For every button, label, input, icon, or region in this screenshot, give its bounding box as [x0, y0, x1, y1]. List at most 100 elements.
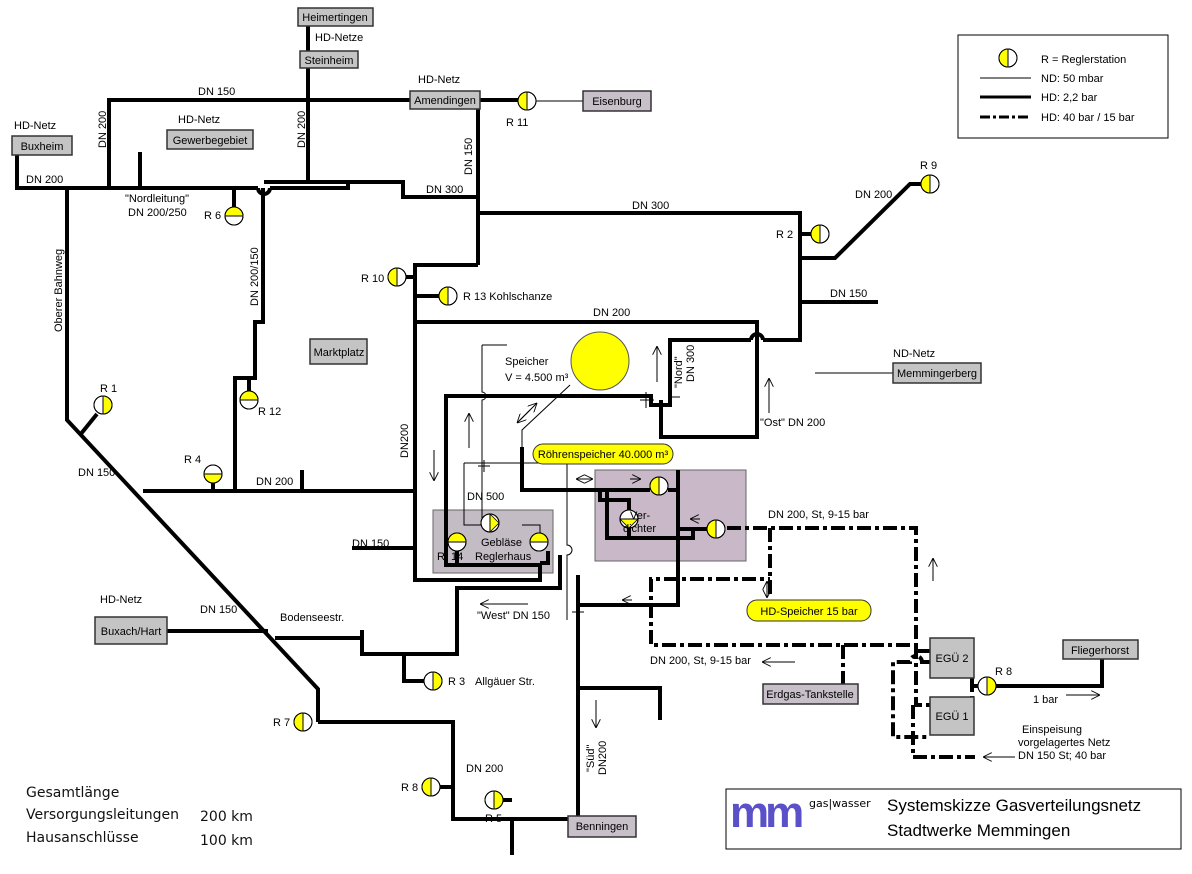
svg-text:"West" DN 150: "West" DN 150 — [477, 610, 550, 622]
network-length-stats: Gesamtlänge Versorgungsleitungen 200 km … — [26, 785, 253, 849]
blower-pump-icon — [480, 513, 500, 533]
regulator-r7-icon — [293, 712, 313, 732]
regulator-r12-icon — [239, 390, 259, 410]
place-egu2: EGÜ 2 — [935, 653, 968, 665]
roehrenspeicher-pill — [532, 443, 674, 465]
svg-text:dichter: dichter — [623, 523, 656, 535]
place-buxach: Buxach/Hart — [101, 626, 162, 638]
svg-text:DN 200: DN 200 — [26, 174, 63, 186]
svg-text:R 11: R 11 — [506, 117, 528, 129]
svg-text:Oberer Bahnweg: Oberer Bahnweg — [53, 249, 65, 332]
svg-text:100 km: 100 km — [200, 833, 253, 849]
compressor-area — [594, 469, 747, 562]
svg-text:DN 150: DN 150 — [200, 604, 237, 616]
svg-text:R 7: R 7 — [273, 717, 290, 729]
svg-text:14: 14 — [451, 551, 463, 563]
svg-text:R 1: R 1 — [100, 383, 117, 395]
arrow-speicher-b — [517, 409, 531, 423]
place-steinheim: Steinheim — [305, 55, 354, 67]
regulator-r14-icon — [447, 532, 467, 552]
place-tankstelle: Erdgas-Tankstelle — [766, 689, 853, 701]
svg-text:DN 200: DN 200 — [466, 763, 503, 775]
place-marktplatz: Marktplatz — [314, 347, 365, 359]
svg-text:Gesamtlänge: Gesamtlänge — [26, 785, 119, 801]
svg-text:DN 150: DN 150 — [198, 86, 235, 98]
svg-text:DN 200, St, 9-15 bar: DN 200, St, 9-15 bar — [650, 655, 751, 667]
svg-text:vorgelagertes Netz: vorgelagertes Netz — [1018, 737, 1110, 749]
regulator-compressor-in-icon — [649, 476, 669, 496]
svg-text:DN 300: DN 300 — [685, 345, 697, 382]
svg-text:DN 200/150: DN 200/150 — [249, 247, 261, 306]
svg-text:HD: 2,2 bar: HD: 2,2 bar — [1041, 92, 1098, 104]
place-heimertingen: Heimertingen — [302, 12, 367, 24]
svg-text:200 km: 200 km — [200, 809, 253, 825]
regulator-r5-icon — [484, 790, 504, 810]
place-fliegerhorst: Fliegerhorst — [1071, 645, 1129, 657]
place-boxes: Heimertingen Steinheim Amendingen Eisenb… — [11, 7, 1139, 838]
svg-text:R 8: R 8 — [401, 782, 418, 794]
svg-text:DN 200/250: DN 200/250 — [128, 207, 187, 219]
svg-text:R = Reglerstation: R = Reglerstation — [1041, 54, 1126, 66]
svg-text:1 bar: 1 bar — [1033, 694, 1058, 706]
svg-text:V = 4.500 m³: V = 4.500 m³ — [505, 372, 569, 384]
svg-text:R 12: R 12 — [258, 406, 281, 418]
svg-text:R 4: R 4 — [184, 454, 201, 466]
svg-text:DN 300: DN 300 — [426, 184, 463, 196]
svg-text:Systemskizze Gasverteilungsnet: Systemskizze Gasverteilungsnetz — [887, 796, 1141, 815]
svg-text:Hausanschlüsse: Hausanschlüsse — [26, 830, 139, 846]
regulator-reglerhaus-icon — [529, 532, 549, 552]
regulator-r11-icon — [517, 91, 537, 111]
svg-text:R 5: R 5 — [485, 813, 502, 825]
svg-text:Ver-: Ver- — [630, 510, 651, 522]
svg-text:DN 150: DN 150 — [830, 288, 867, 300]
speicher-tank — [570, 331, 630, 391]
place-gewerbegebiet: Gewerbegebiet — [173, 135, 248, 147]
svg-text:HD-Netz: HD-Netz — [418, 74, 460, 86]
legend: R = Reglerstation ND: 50 mbar HD: 2,2 ba… — [957, 34, 1169, 139]
svg-text:Bodenseestr.: Bodenseestr. — [280, 612, 344, 624]
compressor-pump-icon — [619, 509, 639, 529]
svg-text:mm: mm — [730, 788, 802, 837]
svg-text:DN 150 St; 40 bar: DN 150 St; 40 bar — [1018, 750, 1106, 762]
regulator-stations — [93, 91, 997, 810]
regulator-r8-icon — [421, 777, 441, 797]
place-amendingen: Amendingen — [414, 95, 476, 107]
svg-text:R 3: R 3 — [448, 676, 465, 688]
svg-text:Allgäuer Str.: Allgäuer Str. — [475, 676, 535, 688]
regulator-compressor-out-icon — [706, 519, 726, 539]
svg-text:R 10: R 10 — [361, 273, 384, 285]
regulator-r3-icon — [423, 671, 443, 691]
place-egu1: EGÜ 1 — [935, 711, 968, 723]
svg-text:R 8: R 8 — [995, 666, 1012, 678]
title-block: mm gas|wasser Systemskizze Gasverteilung… — [725, 788, 1182, 850]
high-pressure-pipes — [649, 526, 978, 759]
svg-text:DN 300: DN 300 — [632, 200, 669, 212]
regulator-r13-icon — [438, 286, 458, 306]
roehrenspeicher-label: Röhrenspeicher 40.000 m³ — [538, 449, 669, 461]
svg-text:DN 150: DN 150 — [463, 138, 475, 175]
svg-text:"Nord": "Nord" — [673, 356, 685, 388]
place-benningen: Benningen — [576, 821, 629, 833]
svg-text:ND-Netz: ND-Netz — [893, 348, 935, 360]
svg-text:DN 500: DN 500 — [467, 491, 504, 503]
svg-text:HD-Netz: HD-Netz — [178, 114, 220, 126]
regulator-r2-icon — [810, 224, 830, 244]
svg-text:"Süd": "Süd" — [585, 745, 597, 772]
place-memmingerberg: Memmingerberg — [897, 368, 977, 380]
svg-text:DN200: DN200 — [399, 424, 411, 458]
svg-text:HD-Netze: HD-Netze — [315, 32, 363, 44]
svg-text:DN200: DN200 — [597, 741, 609, 775]
svg-text:ND: 50 mbar: ND: 50 mbar — [1041, 73, 1104, 85]
flow-arrows — [434, 346, 1100, 757]
regulator-r6-icon — [224, 206, 244, 226]
svg-text:R 6: R 6 — [204, 210, 221, 222]
svg-text:Stadtwerke Memmingen: Stadtwerke Memmingen — [887, 821, 1070, 840]
svg-text:R: R — [437, 551, 445, 563]
place-buxheim: Buxheim — [21, 141, 64, 153]
hd-speicher-pill — [746, 599, 872, 622]
svg-text:HD: 40 bar / 15 bar: HD: 40 bar / 15 bar — [1041, 112, 1135, 124]
svg-text:DN 200: DN 200 — [296, 111, 308, 148]
svg-text:Speicher: Speicher — [505, 356, 549, 368]
svg-text:DN 200, St, 9-15 bar: DN 200, St, 9-15 bar — [768, 509, 869, 521]
